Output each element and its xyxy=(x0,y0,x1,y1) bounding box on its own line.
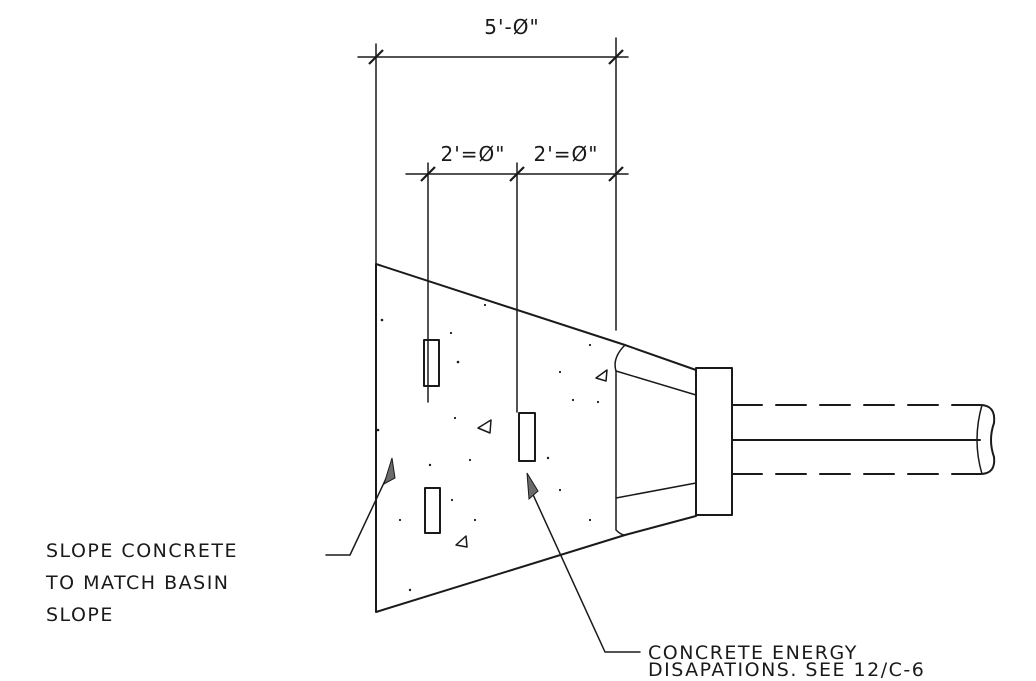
spacing-tick-left xyxy=(420,166,436,182)
slope-label-line-3: SLOPE xyxy=(46,604,114,626)
spacing-right-text: 2'=Ø" xyxy=(534,142,599,166)
slope-leader-line xyxy=(325,469,391,556)
apron-inner-top xyxy=(615,370,697,396)
spacing-tick-right xyxy=(608,166,624,182)
energy-block-1 xyxy=(423,339,440,387)
slope-label-line-2: TO MATCH BASIN xyxy=(45,572,230,594)
energy-label-line-1: CONCRETE ENERGY xyxy=(648,642,858,664)
aggregate-triangle xyxy=(595,369,608,382)
apron-inner-curve xyxy=(614,344,626,536)
overall-dimension-text: 5'-Ø" xyxy=(484,15,539,39)
energy-block-2 xyxy=(518,412,536,462)
aggregate-triangle xyxy=(477,419,492,434)
aggregate-triangle xyxy=(455,535,468,548)
slope-label-line-1: SLOPE CONCRETE xyxy=(46,540,238,562)
outlet-pipe xyxy=(731,404,996,475)
pipe-break-symbol xyxy=(979,404,996,475)
energy-label-line-2: DISAPATIONS. SEE 12/C-6 xyxy=(648,659,925,681)
pipe-collar xyxy=(695,367,733,516)
energy-block-3 xyxy=(424,487,441,534)
overall-tick-left xyxy=(368,49,384,65)
overall-tick-right xyxy=(608,49,624,65)
slope-callout: SLOPE CONCRETE TO MATCH BASIN SLOPE xyxy=(45,457,396,626)
energy-leader-line xyxy=(529,487,641,653)
spacing-left-text: 2'=Ø" xyxy=(441,142,506,166)
spacing-dimension: 2'=Ø" 2'=Ø" xyxy=(405,142,629,413)
energy-arrowhead xyxy=(526,472,539,501)
energy-callout: CONCRETE ENERGY DISAPATIONS. SEE 12/C-6 xyxy=(526,472,925,681)
spacing-tick-mid xyxy=(509,166,525,182)
slope-arrowhead xyxy=(383,457,396,486)
overall-dimension: 5'-Ø" xyxy=(357,15,629,331)
pipe-break-inner xyxy=(976,404,983,475)
concrete-stipple xyxy=(376,303,600,592)
apron-inner-bottom xyxy=(615,482,697,499)
